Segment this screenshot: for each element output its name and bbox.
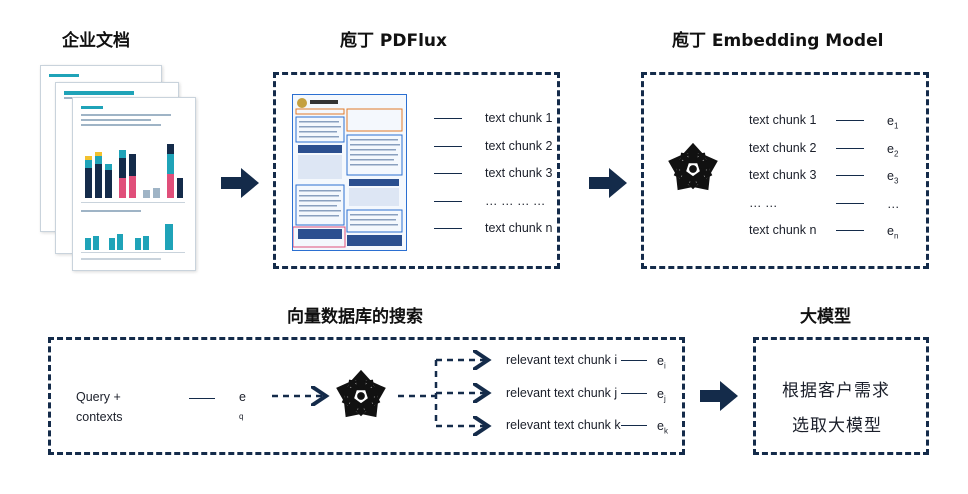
embedding-vector: e1 [887,114,899,131]
doc-chart-illustration [81,106,185,260]
connector-line [836,148,864,149]
connector-line [836,230,864,231]
embedding-vector: e2 [887,142,899,159]
title-embedding-model: 庖丁 Embedding Model [672,31,884,51]
embedding-vector: en [887,224,899,241]
parsed-document-illustration [292,98,403,248]
embedding-chunk-label: text chunk 2 [749,141,817,155]
right-arrow-icon [589,168,627,198]
pdflux-chunk-label: text chunk 1 [485,111,553,125]
llm-text-line2: 选取大模型 [792,416,882,436]
embedding-panel [641,72,929,269]
query-vector-sub: q [239,412,244,421]
connector-line [434,201,462,202]
title-llm: 大模型 [800,307,851,327]
embedding-chunk-label: text chunk 1 [749,113,817,127]
query-label-line1: Query + [76,390,121,404]
parsed-document-preview [292,94,407,251]
llm-text-line1: 根据客户需求 [782,381,890,401]
right-arrow-icon [700,381,738,411]
relevant-chunk-label: relevant text chunk j [506,386,618,400]
embedding-vector: e3 [887,169,899,186]
paoding-logo-icon [668,142,718,191]
query-label-line2: contexts [76,410,123,424]
title-vector-search: 向量数据库的搜索 [287,307,423,327]
relevant-chunk-label: relevant text chunk i [506,353,618,367]
search-flow-arrows [272,340,510,450]
vector-search-panel [48,337,685,455]
connector-line [836,120,864,121]
title-pdflux: 庖丁 PDFlux [340,31,447,51]
pdflux-chunk-label: text chunk 3 [485,166,553,180]
connector-line [434,146,462,147]
query-vector-base: e [239,390,246,404]
connector-line [621,425,647,426]
pdflux-chunk-label: text chunk n [485,221,553,235]
connector-line [621,360,647,361]
pdflux-chunk-label: … … … … [485,194,546,208]
relevant-vector: ej [657,387,666,404]
title-enterprise-docs: 企业文档 [62,31,130,51]
doc-page-front [72,97,196,271]
pdflux-panel [273,72,560,269]
embedding-vector: … [887,197,900,211]
connector-line [434,118,462,119]
embedding-chunk-label: text chunk n [749,223,817,237]
connector-line [836,175,864,176]
relevant-vector: ei [657,354,666,371]
relevant-chunk-label: relevant text chunk k [506,418,621,432]
right-arrow-icon [221,168,259,198]
embedding-chunk-label: text chunk 3 [749,168,817,182]
connector-line [836,203,864,204]
llm-panel [753,337,929,455]
connector-line [434,173,462,174]
enterprise-docs-stack [30,60,200,275]
connector-line [434,228,462,229]
embedding-chunk-label: … … [749,196,778,210]
paoding-logo-icon [336,369,386,418]
connector-line [189,398,215,399]
relevant-vector: ek [657,419,668,436]
pdflux-chunk-label: text chunk 2 [485,139,553,153]
connector-line [621,393,647,394]
